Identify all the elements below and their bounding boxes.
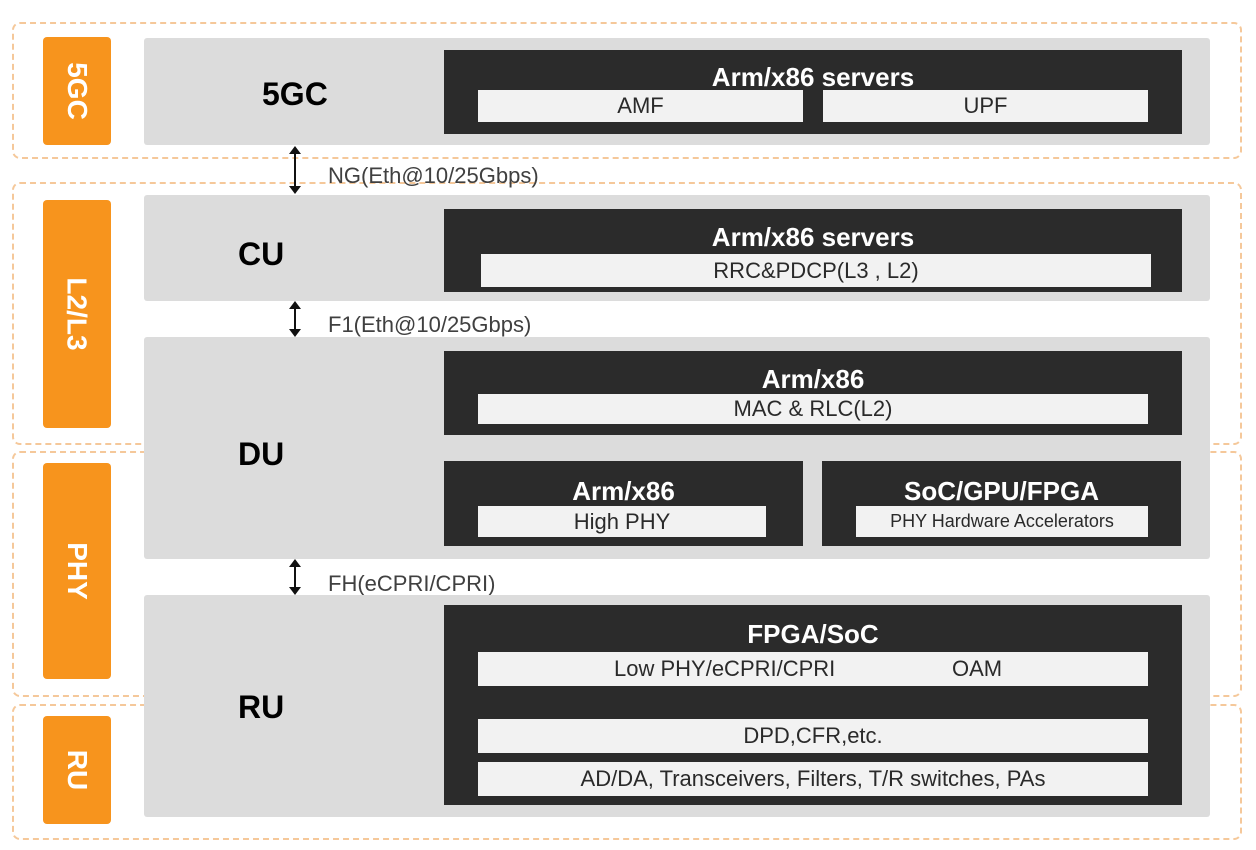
box-upf: UPF — [823, 90, 1148, 122]
box-oam-text: OAM — [952, 656, 1003, 681]
layer-tag-l2l3: L2/L3 — [43, 200, 111, 428]
fh-arrow-icon — [288, 559, 302, 595]
box-rrc-pdcp: RRC&PDCP(L3 , L2) — [481, 254, 1151, 287]
block-cu-servers-title: Arm/x86 servers — [711, 222, 915, 252]
layer-tag-phy: PHY — [43, 463, 111, 679]
box-low-phy-text: Low PHY/eCPRI/CPRI — [614, 656, 836, 681]
box-rf-frontend: AD/DA, Transceivers, Filters, T/R switch… — [478, 762, 1148, 796]
block-du-accelerators-title: SoC/GPU/FPGA — [903, 476, 1099, 506]
ng-arrow-icon — [288, 146, 302, 194]
box-phy-hw-accel: PHY Hardware Accelerators — [856, 506, 1148, 537]
f1-interface-label: F1(Eth@10/25Gbps) — [328, 312, 532, 337]
block-ru-fpga-soc-title: FPGA/SoC — [747, 619, 879, 649]
layer-tag-ru: RU — [43, 716, 111, 824]
panel-ru-label: RU — [238, 689, 285, 725]
panel-du-label: DU — [238, 436, 285, 472]
panel-5gc-label: 5GC — [262, 76, 328, 112]
ng-interface-label: NG(Eth@10/25Gbps) — [328, 163, 539, 188]
layer-region-5gc — [12, 22, 1242, 159]
layer-tag-5gc: 5GC — [43, 37, 111, 145]
box-low-phy-oam: Low PHY/eCPRI/CPRI OAM — [478, 652, 1148, 686]
layer-tag-phy-label: PHY — [61, 542, 93, 600]
fh-interface-label: FH(eCPRI/CPRI) — [328, 571, 496, 596]
layer-tag-5gc-label: 5GC — [61, 62, 93, 120]
layer-tag-ru-label: RU — [61, 749, 93, 791]
f1-arrow-icon — [288, 301, 302, 337]
block-du-mac-title: Arm/x86 — [761, 364, 865, 394]
panel-cu-label: CU — [238, 236, 285, 272]
layer-tag-l2l3-label: L2/L3 — [62, 277, 94, 351]
box-high-phy: High PHY — [478, 506, 766, 537]
box-amf: AMF — [478, 90, 803, 122]
block-5gc-servers-title: Arm/x86 servers — [711, 62, 915, 92]
box-mac-rlc: MAC & RLC(L2) — [478, 394, 1148, 424]
box-dpd-cfr: DPD,CFR,etc. — [478, 719, 1148, 753]
block-du-high-phy-title: Arm/x86 — [572, 476, 675, 506]
